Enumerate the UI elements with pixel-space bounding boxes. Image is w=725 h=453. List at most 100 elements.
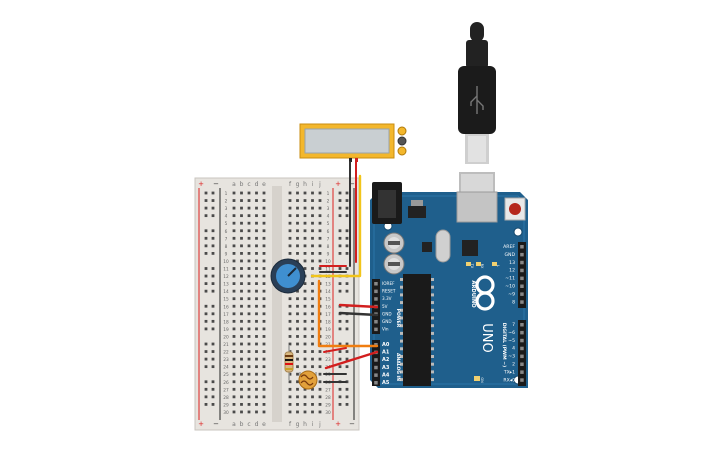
rail-hole[interactable] <box>211 282 215 285</box>
potentiometer[interactable] <box>270 258 306 294</box>
breadboard-hole[interactable] <box>288 221 292 225</box>
breadboard-hole[interactable] <box>318 206 322 210</box>
rail-hole[interactable] <box>338 214 342 218</box>
breadboard-hole[interactable] <box>232 335 236 338</box>
breadboard-hole[interactable] <box>318 259 322 263</box>
breadboard-hole[interactable] <box>303 335 307 338</box>
breadboard-hole[interactable] <box>262 289 266 293</box>
breadboard-hole[interactable] <box>247 304 251 308</box>
rail-hole[interactable] <box>204 274 208 278</box>
breadboard-hole[interactable] <box>247 403 251 406</box>
rail-hole[interactable] <box>338 387 342 391</box>
rail-hole[interactable] <box>345 206 349 210</box>
breadboard-hole[interactable] <box>240 244 243 248</box>
breadboard-hole[interactable] <box>247 365 251 369</box>
breadboard-hole[interactable] <box>311 342 314 346</box>
breadboard-hole[interactable] <box>318 403 322 406</box>
breadboard-hole[interactable] <box>255 304 258 308</box>
breadboard-hole[interactable] <box>255 312 258 316</box>
rail-hole[interactable] <box>345 387 349 391</box>
rail-hole[interactable] <box>338 327 342 331</box>
breadboard-hole[interactable] <box>240 372 243 376</box>
breadboard-hole[interactable] <box>303 214 307 218</box>
rail-hole[interactable] <box>345 236 349 240</box>
rail-hole[interactable] <box>211 267 215 270</box>
breadboard-hole[interactable] <box>303 191 307 195</box>
breadboard-hole[interactable] <box>303 289 307 293</box>
rail-hole[interactable] <box>211 274 215 278</box>
breadboard-hole[interactable] <box>255 319 258 323</box>
breadboard-hole[interactable] <box>296 289 299 293</box>
breadboard-hole[interactable] <box>247 259 251 263</box>
rail-hole[interactable] <box>345 342 349 346</box>
breadboard-hole[interactable] <box>296 297 299 301</box>
breadboard-hole[interactable] <box>288 297 292 301</box>
rail-hole[interactable] <box>338 206 342 210</box>
header-pin[interactable] <box>374 373 378 377</box>
breadboard-hole[interactable] <box>296 199 299 202</box>
breadboard-hole[interactable] <box>296 206 299 210</box>
breadboard-hole[interactable] <box>262 327 266 331</box>
breadboard-hole[interactable] <box>240 214 243 218</box>
breadboard-hole[interactable] <box>288 410 292 414</box>
breadboard-hole[interactable] <box>240 229 243 233</box>
breadboard-hole[interactable] <box>311 252 314 255</box>
header-pin[interactable] <box>374 282 378 286</box>
breadboard-hole[interactable] <box>247 229 251 233</box>
breadboard-hole[interactable] <box>232 312 236 316</box>
breadboard-hole[interactable] <box>288 403 292 406</box>
rail-hole[interactable] <box>345 199 349 202</box>
rail-hole[interactable] <box>338 252 342 255</box>
breadboard-hole[interactable] <box>318 410 322 414</box>
breadboard-hole[interactable] <box>262 267 266 270</box>
breadboard-hole[interactable] <box>296 357 299 361</box>
breadboard-hole[interactable] <box>311 259 314 263</box>
breadboard-hole[interactable] <box>255 267 258 270</box>
breadboard-hole[interactable] <box>255 236 258 240</box>
breadboard-hole[interactable] <box>240 350 243 353</box>
rail-hole[interactable] <box>345 357 349 361</box>
breadboard-hole[interactable] <box>303 221 307 225</box>
breadboard-hole[interactable] <box>255 372 258 376</box>
rail-hole[interactable] <box>211 304 215 308</box>
rail-hole[interactable] <box>338 236 342 240</box>
breadboard-hole[interactable] <box>288 342 292 346</box>
breadboard-hole[interactable] <box>240 387 243 391</box>
breadboard-hole[interactable] <box>240 267 243 270</box>
breadboard-hole[interactable] <box>247 191 251 195</box>
breadboard-hole[interactable] <box>240 335 243 338</box>
breadboard-hole[interactable] <box>262 229 266 233</box>
breadboard-hole[interactable] <box>262 380 266 384</box>
breadboard-hole[interactable] <box>232 259 236 263</box>
rail-hole[interactable] <box>204 342 208 346</box>
breadboard-hole[interactable] <box>240 259 243 263</box>
breadboard-hole[interactable] <box>303 244 307 248</box>
breadboard-hole[interactable] <box>255 221 258 225</box>
rail-hole[interactable] <box>211 252 215 255</box>
header-pin[interactable] <box>520 370 524 374</box>
breadboard-hole[interactable] <box>232 304 236 308</box>
breadboard-hole[interactable] <box>311 221 314 225</box>
breadboard-hole[interactable] <box>232 221 236 225</box>
breadboard-hole[interactable] <box>311 327 314 331</box>
breadboard-hole[interactable] <box>311 410 314 414</box>
rail-hole[interactable] <box>345 380 349 384</box>
breadboard-hole[interactable] <box>262 372 266 376</box>
breadboard-hole[interactable] <box>311 350 314 353</box>
breadboard-hole[interactable] <box>288 380 292 384</box>
header-pin[interactable] <box>520 260 524 265</box>
breadboard-hole[interactable] <box>232 252 236 255</box>
breadboard-hole[interactable] <box>255 259 258 263</box>
breadboard-hole[interactable] <box>247 327 251 331</box>
breadboard-hole[interactable] <box>303 403 307 406</box>
breadboard-hole[interactable] <box>262 221 266 225</box>
rail-hole[interactable] <box>204 395 208 399</box>
rail-hole[interactable] <box>204 365 208 369</box>
breadboard-hole[interactable] <box>247 214 251 218</box>
rail-hole[interactable] <box>211 403 215 406</box>
breadboard-hole[interactable] <box>247 395 251 399</box>
breadboard-hole[interactable] <box>240 327 243 331</box>
rail-hole[interactable] <box>204 319 208 323</box>
rail-hole[interactable] <box>345 191 349 195</box>
breadboard-hole[interactable] <box>247 372 251 376</box>
